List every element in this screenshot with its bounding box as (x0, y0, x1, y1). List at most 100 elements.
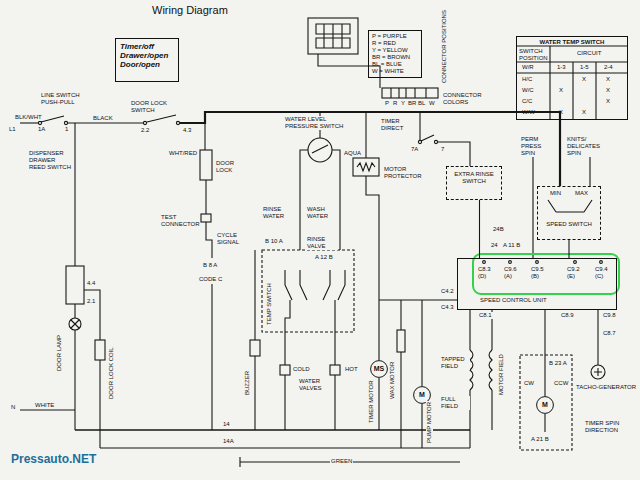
component-label: RINSE WATER (262, 206, 288, 220)
speed-switch-contacts (548, 200, 592, 212)
node-text: SPEED SWITCH (540, 221, 598, 228)
pin-dot (536, 261, 539, 264)
wire (254, 250, 255, 340)
component-label: CODE C (198, 276, 223, 283)
wire (285, 332, 335, 365)
component-label: Y (400, 100, 406, 107)
table-cell: X (581, 109, 587, 116)
protector-element (357, 163, 375, 171)
wire-connector (479, 200, 480, 258)
component-label: C4.3 (440, 304, 455, 311)
component-label: C8.7 (602, 330, 617, 337)
component-label: A 11 B (502, 242, 521, 249)
node-text: Y = YELLOW (372, 47, 418, 54)
component-label: WHITE (34, 402, 55, 409)
switch-contact (434, 140, 437, 143)
component-label: CYCLE SIGNAL (216, 232, 248, 246)
highlight-ring (473, 254, 619, 294)
node-text: M (536, 396, 554, 414)
door-lock-symbol (200, 150, 212, 180)
table-cell: H/C (521, 76, 533, 83)
component-label: FULL FIELD (440, 396, 470, 410)
component-label: B 8 A (202, 262, 218, 269)
line-wire (20, 122, 38, 123)
pin-label: C9.6 (A) (503, 266, 523, 280)
pin-label: C9.2 (E) (566, 266, 586, 280)
component-label: WATER LEVEL PRESSURE SWITCH (284, 116, 346, 130)
switch-blade (421, 135, 434, 141)
wire (419, 112, 420, 140)
wire (74, 330, 75, 430)
table-cell: 1-3 (556, 64, 567, 71)
test-connector-symbol (201, 214, 211, 222)
component-label: C4.2 (440, 288, 455, 295)
state-box: Timer/off Drawer/open Door/open (115, 38, 179, 82)
component-label: 7A (410, 146, 419, 153)
pin-dot (483, 261, 486, 264)
wire (211, 284, 212, 430)
component-label: AQUA (343, 150, 362, 157)
component-label: WASH WATER (306, 206, 332, 220)
wire (206, 222, 212, 258)
pressure-switch-blade (312, 145, 328, 153)
neutral-wire (20, 409, 75, 410)
component-label: 24B (492, 226, 505, 233)
component-label: WHT/RED (168, 150, 198, 157)
node-text: SPEED CONTROL UNIT (480, 297, 616, 304)
wire (400, 352, 401, 448)
component-label: W (428, 100, 436, 107)
field-coil (470, 350, 473, 390)
component-label: 7 (440, 146, 445, 153)
component-label: PERM PRESS SPIN (520, 136, 548, 157)
component-label: BR (407, 100, 417, 107)
component-label: CCW (553, 380, 569, 387)
component-label: CONNECTOR COLORS (442, 92, 484, 106)
node-text: Timer/off Drawer/open Door/open (120, 42, 174, 69)
table-cell: C/C (521, 98, 533, 105)
node-text: WATER TEMP SWITCH (517, 39, 627, 46)
node-text: MS (370, 360, 388, 378)
drive-motor-symbol: M (536, 396, 554, 414)
wire (300, 150, 340, 250)
field-coil (489, 350, 492, 390)
switch-contact (64, 121, 67, 124)
component-label: B 10 A (264, 238, 284, 245)
component-label: CW (523, 380, 535, 387)
speed-switch: MINMAXSPEED SWITCH (537, 186, 601, 240)
node-text: R = RED (372, 40, 418, 47)
wire (74, 123, 75, 266)
pin-label: C9.4 (C) (594, 266, 614, 280)
wire-color-key: P = PURPLER = REDY = YELLOWBR = BROWNBL … (368, 30, 422, 78)
coil-symbol (95, 340, 105, 360)
switch-blade (147, 115, 176, 122)
wire (533, 154, 590, 258)
table-cell: X (605, 76, 611, 83)
component-label: GREEN (330, 458, 353, 465)
component-label: C8.1 (478, 312, 493, 319)
tacho-generator-symbol (591, 365, 605, 379)
node-text: BR = BROWN (372, 54, 418, 61)
wire (204, 123, 205, 150)
extra-rinse-switch: EXTRA RINSE SWITCH (446, 166, 502, 200)
wire (379, 299, 457, 300)
component-label: TAPPED FIELD (440, 356, 470, 370)
wire (254, 356, 255, 430)
switch-blade (41, 116, 64, 122)
wire (544, 414, 545, 432)
component-label: 2.1 (86, 298, 96, 305)
component-label: P (384, 100, 390, 107)
wire (84, 290, 100, 340)
component-label: N (10, 404, 16, 411)
pin-dot (574, 261, 577, 264)
rotated-label: WAX MOTOR (389, 361, 396, 400)
rotated-label: TEMP SWITCH (266, 282, 273, 326)
component-label: L1 (8, 126, 17, 133)
component-label: TACHO-GENERATOR (575, 384, 637, 391)
wire (400, 300, 401, 330)
circle-outline (537, 397, 554, 414)
rotated-label: DOOR LOCK COIL (108, 346, 115, 400)
component-label: 1A (37, 126, 46, 133)
switch-contact (176, 121, 179, 124)
component-label: COLD (292, 366, 311, 373)
wire (285, 375, 335, 430)
